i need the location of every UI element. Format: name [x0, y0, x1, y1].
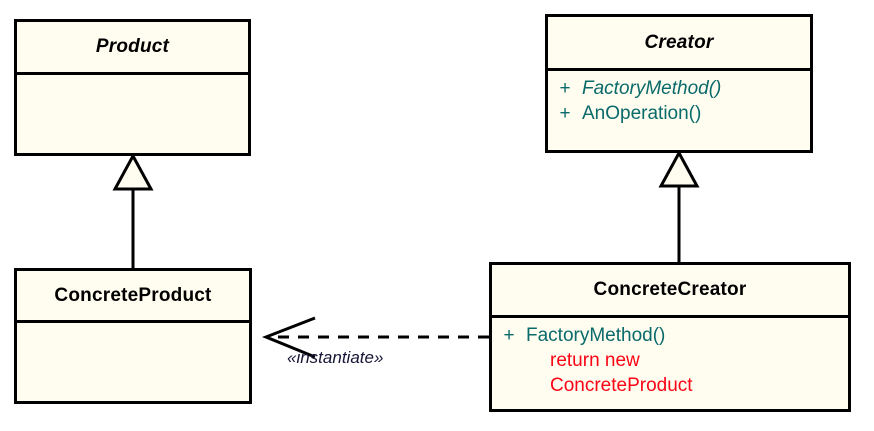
class-box-product[interactable]: Product — [14, 19, 251, 156]
class-name-compartment-product: Product — [17, 22, 248, 75]
generalization-concreteproduct-product[interactable] — [112, 152, 154, 269]
dependency-open-arrowhead — [261, 316, 316, 359]
class-members-compartment-creator: + FactoryMethod() + AnOperation() — [548, 71, 810, 150]
implementation-note-line-1: return new — [550, 350, 640, 371]
member-visibility: + — [559, 103, 571, 124]
class-members-compartment-concretecreator: + FactoryMethod() return new ConcretePro… — [492, 318, 848, 409]
member-name-factorymethod: FactoryMethod() — [582, 78, 722, 99]
member-row[interactable]: + AnOperation() — [548, 103, 810, 128]
class-members-compartment-concreteproduct — [17, 323, 249, 401]
generalization-concretecreator-creator[interactable] — [658, 149, 700, 263]
member-visibility: + — [559, 78, 571, 99]
member-row[interactable]: + FactoryMethod() — [492, 325, 848, 350]
member-visibility: + — [503, 325, 515, 346]
member-name-anoperation: AnOperation() — [582, 103, 702, 124]
class-members-compartment-product — [17, 75, 248, 153]
class-name-compartment-concretecreator: ConcreteCreator — [492, 265, 848, 318]
class-box-creator[interactable]: Creator + FactoryMethod() + AnOperation(… — [545, 14, 813, 153]
stereotype-label-instantiate: «instantiate» — [287, 348, 384, 367]
class-box-concretecreator[interactable]: ConcreteCreator + FactoryMethod() return… — [489, 262, 851, 412]
member-row[interactable]: + FactoryMethod() — [548, 78, 810, 103]
generalization-arrowhead-creator — [658, 149, 700, 188]
generalization-arrowhead-product — [112, 152, 154, 191]
class-name-compartment-concreteproduct: ConcreteProduct — [17, 271, 249, 323]
class-name-product: Product — [95, 36, 170, 57]
dependency-instantiate[interactable] — [261, 316, 489, 359]
class-name-creator: Creator — [644, 31, 714, 53]
implementation-note-line-2: ConcreteProduct — [550, 375, 693, 396]
class-name-concretecreator: ConcreteCreator — [593, 279, 747, 300]
class-name-compartment-creator: Creator — [548, 17, 810, 71]
class-box-concreteproduct[interactable]: ConcreteProduct — [14, 268, 252, 404]
class-name-concreteproduct: ConcreteProduct — [54, 284, 212, 306]
member-name-factorymethod: FactoryMethod() — [526, 325, 666, 346]
